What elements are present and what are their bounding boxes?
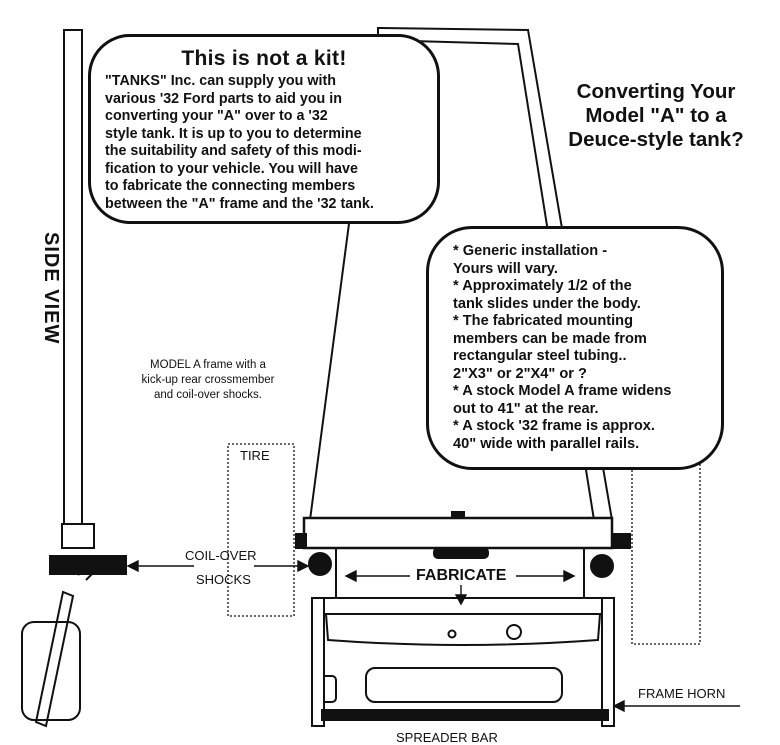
coil-over-label: COIL-OVER bbox=[185, 548, 257, 563]
note-item: * Generic installation - Yours will vary… bbox=[453, 243, 608, 277]
frame-horn-arrow-head bbox=[612, 699, 625, 713]
note-item: * The fabricated mounting members can be… bbox=[453, 313, 647, 382]
frame-end-right bbox=[611, 533, 631, 549]
frame-horn-label: FRAME HORN bbox=[638, 686, 726, 701]
side-view-label-box: SIDE VIEW bbox=[28, 228, 68, 358]
installation-notes-list: * Generic installation - Yours will vary… bbox=[453, 243, 711, 453]
rear-crossmember bbox=[302, 516, 614, 550]
side-view-wheel-outline bbox=[21, 621, 81, 721]
note-item: * Approximately 1/2 of the tank slides u… bbox=[453, 278, 641, 312]
tire-outline-left bbox=[227, 443, 295, 617]
installation-notes-callout: * Generic installation - Yours will vary… bbox=[426, 226, 724, 470]
crossmember-bolt bbox=[451, 511, 465, 519]
not-a-kit-body: "TANKS" Inc. can supply you with various… bbox=[105, 73, 374, 212]
fabricate-arrow-left-head bbox=[344, 569, 357, 583]
note-item: * A stock Model A frame widens out to 41… bbox=[453, 383, 672, 417]
not-a-kit-callout: This is not a kit! "TANKS" Inc. can supp… bbox=[88, 34, 440, 224]
frame-end-left bbox=[295, 533, 307, 549]
coil-over-left bbox=[308, 552, 332, 576]
tire-label: TIRE bbox=[240, 448, 270, 463]
fuel-tank bbox=[311, 597, 615, 727]
not-a-kit-title: This is not a kit! bbox=[181, 47, 347, 70]
side-view-shock-link bbox=[77, 555, 111, 581]
coil-over-right bbox=[590, 554, 614, 578]
side-view-axle-leg bbox=[34, 590, 75, 728]
side-view-frame-rail bbox=[61, 29, 95, 549]
fabricate-arrow-right-head bbox=[563, 569, 576, 583]
fabricate-members bbox=[335, 548, 585, 600]
note-item: * A stock '32 frame is approx. 40" wide … bbox=[453, 418, 655, 452]
center-bracket bbox=[433, 547, 489, 559]
headline: Converting Your Model "A" to a Deuce-sty… bbox=[568, 80, 744, 151]
fabricate-arrow-down-head bbox=[454, 594, 468, 606]
fabricate-label: FABRICATE bbox=[413, 567, 510, 585]
shocks-arrow-head bbox=[297, 559, 310, 573]
model-a-note: MODEL A frame with a kick-up rear crossm… bbox=[141, 359, 275, 401]
tire-outline-right bbox=[631, 443, 701, 645]
shocks-label: SHOCKS bbox=[196, 572, 251, 587]
coil-over-arrow-left-head bbox=[126, 559, 139, 573]
spreader-bar-label: SPREADER BAR bbox=[396, 730, 498, 745]
side-view-label: SIDE VIEW bbox=[40, 232, 62, 345]
